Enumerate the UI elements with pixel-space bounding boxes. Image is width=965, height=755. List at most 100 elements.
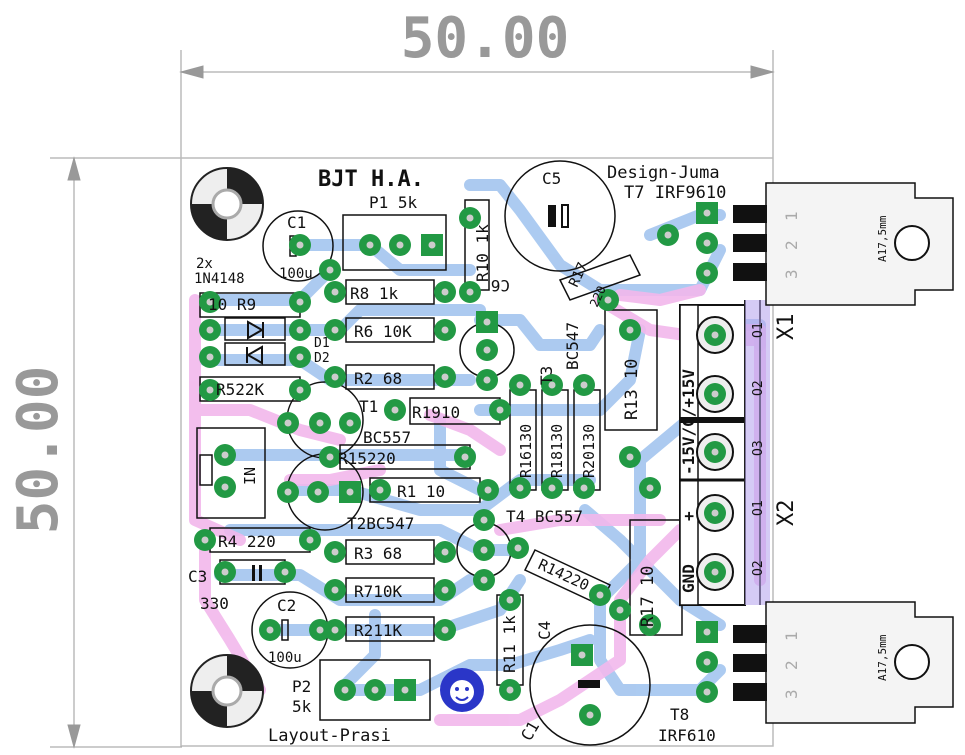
pad-hole — [664, 231, 672, 239]
pad-hole — [711, 568, 719, 576]
pad-hole — [428, 241, 436, 249]
in-label: IN — [241, 467, 259, 485]
t8-label: T8 — [670, 705, 689, 724]
capacitor-plates — [252, 204, 600, 688]
pad-hole — [296, 298, 304, 306]
heatsink-bottom — [733, 601, 954, 724]
pad-hole — [703, 658, 711, 666]
t4-label: T4 BC557 — [506, 507, 583, 526]
pad-hole — [616, 606, 624, 614]
heatsink-top-pin-2: 2 — [782, 240, 801, 250]
p1-label: P1 5k — [369, 193, 418, 212]
c3-value: 330 — [200, 594, 229, 613]
pad-hole — [314, 488, 322, 496]
pad-hole — [703, 239, 711, 247]
t3-type: BC547 — [563, 322, 582, 370]
heatsink-top — [733, 182, 954, 306]
pad-hole — [296, 353, 304, 361]
pad-hole — [206, 326, 214, 334]
r8-label: R8 1k — [350, 284, 399, 303]
pad-hole — [548, 484, 556, 492]
pad-hole — [401, 686, 409, 694]
pad-hole — [441, 548, 449, 556]
diode-part-a: 2x — [196, 256, 213, 272]
t8-type: IRF610 — [658, 726, 716, 745]
pad-hole — [441, 626, 449, 634]
t1-label: T1 — [359, 397, 378, 416]
pad-hole — [296, 241, 304, 249]
pad-hole — [346, 419, 354, 427]
pad-hole — [480, 516, 488, 524]
pad-hole — [703, 628, 711, 636]
c6-label: C6 — [491, 276, 510, 295]
lion-logo-icon — [440, 668, 484, 712]
mounting-hole-icon — [190, 654, 264, 728]
pad-hole — [496, 406, 504, 414]
heatsink-bottom-pin-1: 1 — [782, 631, 801, 641]
pad-hole — [391, 406, 399, 414]
pad-hole — [506, 686, 514, 694]
pad-hole — [331, 288, 339, 296]
pad-hole — [371, 686, 379, 694]
pad-hole — [586, 711, 594, 719]
p2-value: 5k — [292, 697, 312, 716]
pad-hole — [331, 626, 339, 634]
pad-hole — [516, 381, 524, 389]
c2-value: 100u — [268, 650, 302, 666]
pad-hole — [296, 326, 304, 334]
x1-o2-pin: O2 — [751, 380, 766, 396]
dimension-left — [50, 156, 182, 749]
heatsink-bottom-pin-3: 3 — [782, 689, 801, 699]
r16-label: R16130 — [517, 424, 535, 478]
pad-hole — [266, 626, 274, 634]
pad-hole — [548, 381, 556, 389]
pad-hole — [331, 326, 339, 334]
pad-hole — [331, 586, 339, 594]
heatsink-top-label: A17,5mm — [876, 215, 889, 262]
t7-label: T7 IRF9610 — [624, 183, 726, 203]
pad-hole — [316, 419, 324, 427]
pad-hole — [201, 536, 209, 544]
pad-hole — [441, 326, 449, 334]
pad-hole — [461, 453, 469, 461]
pad-hole — [341, 686, 349, 694]
pad-hole — [281, 568, 289, 576]
r11-label: R11 1k — [500, 615, 519, 673]
r6-label: R6 10K — [354, 322, 412, 341]
r13-label: R13 10 — [622, 359, 642, 420]
r2-label: R2 68 — [354, 369, 402, 388]
c5-label: C5 — [542, 169, 561, 188]
r21-label: R211K — [354, 621, 403, 640]
pad-hole — [646, 484, 654, 492]
pad-hole — [206, 353, 214, 361]
board-title: BJT H.A. — [318, 167, 424, 192]
pad-hole — [626, 326, 634, 334]
pad-hole — [296, 386, 304, 394]
pad-hole — [480, 576, 488, 584]
pad-hole — [514, 544, 522, 552]
pad-hole — [284, 419, 292, 427]
c3-label: C3 — [188, 567, 207, 586]
d1-label: D1 — [314, 336, 330, 351]
d2-label: D2 — [314, 351, 330, 366]
pad-hole — [580, 381, 588, 389]
pad-hole — [326, 453, 334, 461]
silk-labels: BJT H.A. Design-Juma Layout-Prasi T7 IRF… — [188, 163, 889, 746]
r3-label: R3 68 — [354, 544, 402, 563]
x2-o1-pin: O1 — [751, 500, 766, 516]
pad-hole — [711, 509, 719, 517]
p2-label: P2 — [292, 677, 311, 696]
c1-label: C1 — [287, 213, 306, 232]
width-dimension-label: 50.00 — [401, 6, 570, 71]
pad-hole — [331, 548, 339, 556]
pad-hole — [316, 626, 324, 634]
mounting-hole-icon — [190, 167, 264, 241]
pad-hole — [506, 596, 514, 604]
pad-hole — [221, 568, 229, 576]
pad-hole — [441, 373, 449, 381]
pad-hole — [711, 390, 719, 398]
pad-hole — [346, 488, 354, 496]
r15-label: R15220 — [338, 449, 396, 468]
